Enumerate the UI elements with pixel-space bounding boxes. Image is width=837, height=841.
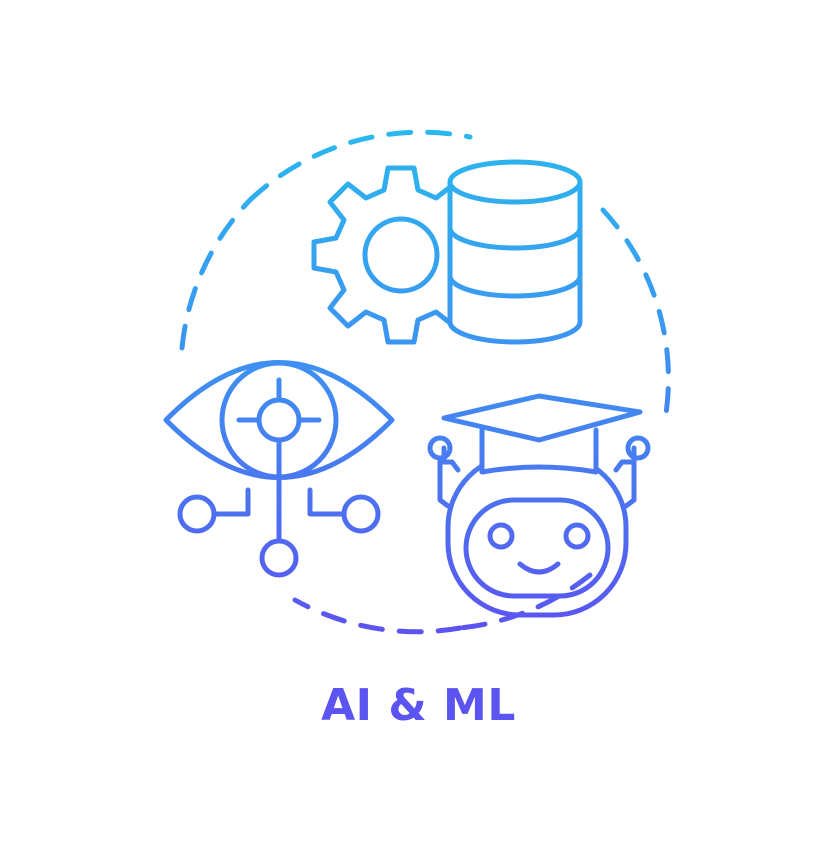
graduation-cap-icon: [441, 393, 643, 475]
circuit-icon: [177, 452, 381, 578]
crosshair-icon: [236, 377, 322, 458]
dashed-circle-frame: [179, 129, 671, 635]
database-icon: [447, 159, 583, 345]
page-title: AI & ML: [321, 680, 516, 731]
